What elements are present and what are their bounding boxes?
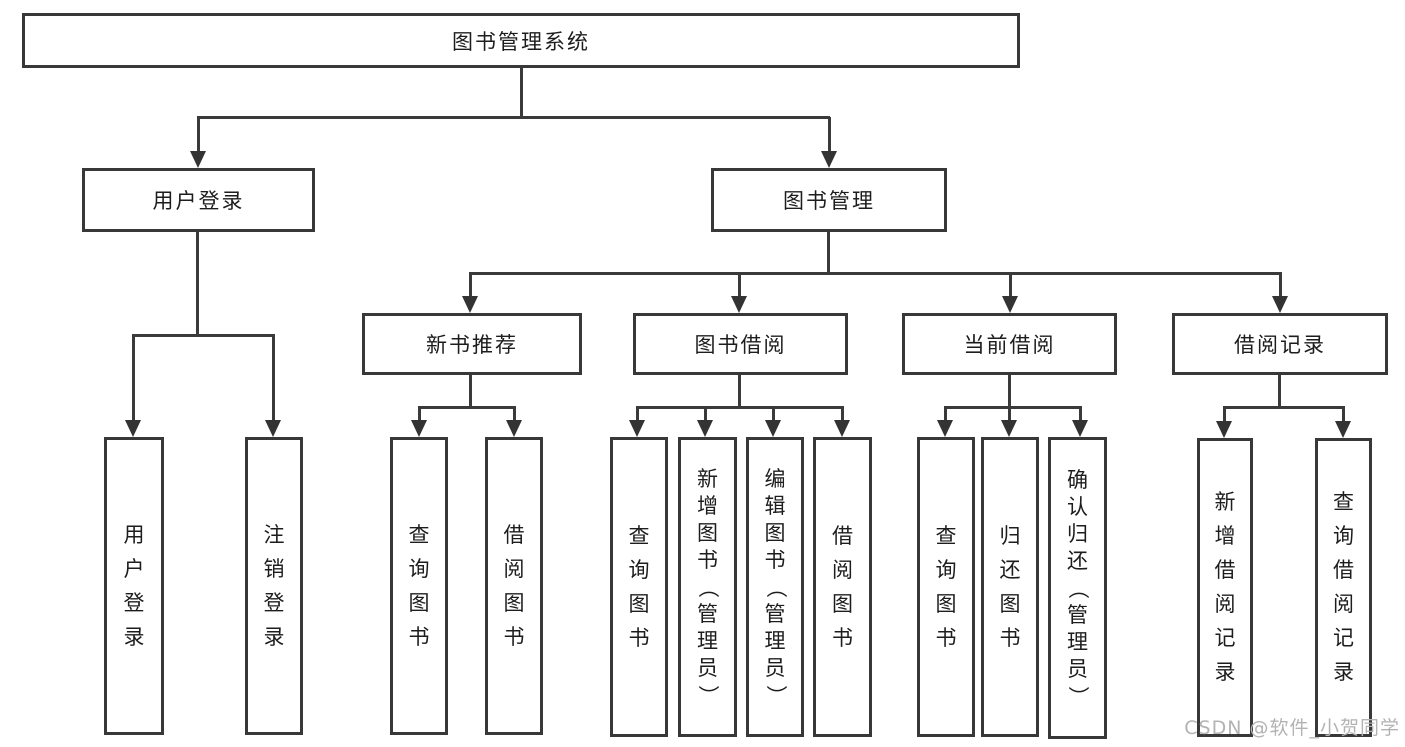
arrowhead-icon (411, 420, 427, 437)
connector-line (1008, 375, 1011, 409)
leaf-return-books: 归还图书 (981, 437, 1039, 737)
node-current-borrowing: 当前借阅 (902, 313, 1117, 375)
leaf-edit-books-admin: 编辑图书（管理员） (746, 437, 804, 737)
leaf-add-books-admin: 新增图书（管理员） (678, 437, 737, 737)
connector-line (944, 406, 1081, 409)
arrowhead-icon (1335, 421, 1351, 438)
arrowhead-icon (821, 151, 837, 168)
node-book-management: 图书管理 (711, 168, 947, 232)
arrowhead-icon (834, 420, 850, 437)
leaf-add-borrow-record: 新增借阅记录 (1197, 438, 1253, 737)
arrowhead-icon (697, 420, 713, 437)
connector-line (520, 68, 523, 119)
connector-line (132, 334, 135, 425)
arrowhead-icon (1001, 420, 1017, 437)
connector-line (470, 272, 1281, 275)
arrowhead-icon (1272, 296, 1288, 313)
connector-line (469, 375, 472, 409)
arrowhead-icon (937, 420, 953, 437)
node-new-book-recommendation: 新书推荐 (362, 313, 582, 375)
connector-line (272, 334, 275, 425)
node-library-management-system: 图书管理系统 (22, 13, 1020, 68)
leaf-query-books-current: 查询图书 (917, 437, 975, 737)
connector-line (1223, 406, 1226, 426)
connector-line (418, 406, 515, 409)
leaf-logout: 注销登录 (245, 437, 303, 735)
leaf-query-books-recommend: 查询图书 (390, 437, 448, 735)
leaf-confirm-return-admin: 确认归还（管理员） (1048, 437, 1107, 739)
connector-line (1342, 406, 1345, 426)
node-book-borrowing: 图书借阅 (633, 313, 848, 375)
connector-line (636, 406, 639, 425)
connector-line (1079, 406, 1082, 425)
arrowhead-icon (765, 420, 781, 437)
connector-line (418, 406, 421, 425)
arrowhead-icon (190, 151, 206, 168)
connector-line (132, 334, 274, 337)
connector-line (196, 232, 199, 337)
arrowhead-icon (1072, 420, 1088, 437)
connector-line (1008, 406, 1011, 425)
leaf-query-borrow-record: 查询借阅记录 (1315, 438, 1372, 737)
arrowhead-icon (125, 420, 141, 437)
connector-line (513, 406, 516, 425)
connector-line (1009, 272, 1012, 301)
connector-line (841, 406, 844, 425)
arrowhead-icon (731, 296, 747, 313)
connector-line (738, 375, 741, 409)
connector-line (828, 117, 831, 156)
leaf-borrow-books: 借阅图书 (813, 437, 872, 737)
leaf-user-login: 用户登录 (104, 437, 164, 735)
arrowhead-icon (265, 420, 281, 437)
connector-line (704, 406, 707, 425)
connector-line (1279, 272, 1282, 301)
node-borrowing-records: 借阅记录 (1172, 313, 1388, 375)
node-user-login: 用户登录 (82, 168, 315, 232)
arrowhead-icon (1002, 296, 1018, 313)
connector-line (469, 272, 472, 301)
csdn-watermark: CSDN @软件_小贺同学 (1184, 717, 1400, 739)
arrowhead-icon (1216, 421, 1232, 438)
connector-line (1278, 375, 1281, 409)
arrowhead-icon (506, 420, 522, 437)
connector-line (944, 406, 947, 425)
arrowhead-icon (462, 296, 478, 313)
connector-line (738, 272, 741, 301)
arrowhead-icon (629, 420, 645, 437)
connector-line (197, 116, 830, 119)
connector-line (827, 232, 830, 275)
connector-line (772, 406, 775, 425)
connector-line (636, 406, 843, 409)
connector-line (1224, 406, 1344, 409)
connector-line (197, 117, 200, 156)
leaf-borrow-books-recommend: 借阅图书 (485, 437, 543, 735)
leaf-query-books-borrowing: 查询图书 (610, 437, 668, 737)
